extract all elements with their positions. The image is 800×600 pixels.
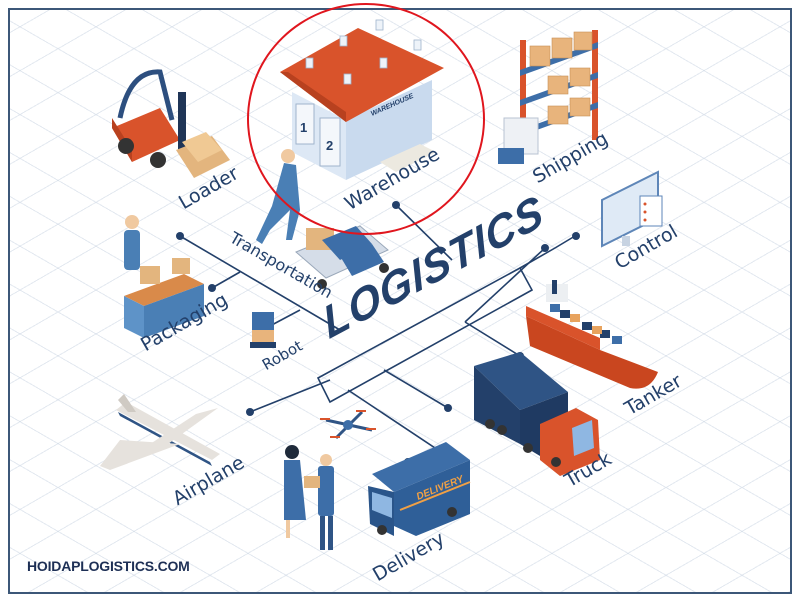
airplane-icon: [100, 394, 220, 470]
delivery-van-icon: DELIVERY: [368, 442, 471, 536]
packing-worker-icon: [124, 215, 204, 338]
monitor-dashboard-icon: [601, 170, 663, 248]
brand-watermark: HOIDAPLOGISTICS.COM: [27, 558, 190, 574]
robot-icon: [250, 312, 276, 348]
forklift-icon: [112, 69, 230, 178]
customer-courier-icon: [284, 445, 334, 550]
truck-icon: [474, 352, 600, 476]
drone-icon: [320, 410, 376, 440]
warehouse-highlight-circle: [247, 3, 485, 235]
shelving-boxes-icon: [498, 30, 598, 164]
cargo-ship-icon: [526, 280, 658, 389]
